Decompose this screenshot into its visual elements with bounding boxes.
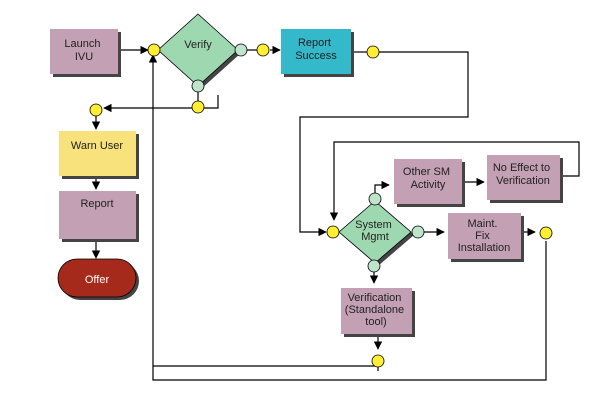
connector-yellow xyxy=(539,226,553,240)
verification-tool-line-3: tool) xyxy=(365,316,386,328)
connector-green xyxy=(368,192,382,206)
connector-yellow xyxy=(326,225,340,239)
maint-fix-line-1: Maint. xyxy=(467,218,497,230)
connector-green xyxy=(411,225,425,239)
verification-standalone-node: Verification (Standalone tool) xyxy=(341,288,415,337)
report-success-line-2: Success xyxy=(295,50,337,62)
maint-fix-installation-node: Maint. Fix Installation xyxy=(448,213,524,262)
maint-fix-line-2: Fix xyxy=(475,230,490,242)
svg-text:Verification (Standalone: Verification (Standalone tool) xyxy=(345,292,407,328)
svg-text:Launch IVU: Launch IVU xyxy=(64,38,103,63)
system-mgmt-line-1: System xyxy=(355,219,392,231)
launch-line-2: IVU xyxy=(75,51,93,63)
launch-ivu-node: Launch IVU xyxy=(50,29,121,77)
svg-text:Maint. Fix Install: Maint. Fix Installation xyxy=(458,218,511,254)
offer-terminator: Offer xyxy=(57,258,139,300)
warn-user-node: Warn User xyxy=(59,131,139,179)
connector-green xyxy=(367,259,381,273)
system-mgmt-line-2: Mgmt xyxy=(361,231,389,243)
verify-label: Verify xyxy=(184,39,212,51)
svg-text:Report Success: Report Success xyxy=(295,37,337,62)
connector-green xyxy=(234,43,248,57)
svg-text:Other SM Activity: Other SM Activity xyxy=(403,166,453,191)
system-mgmt-decision: System Mgmt xyxy=(338,200,414,266)
report-node: Report xyxy=(59,191,139,242)
verification-tool-line-2: (Standalone xyxy=(345,304,404,316)
verify-decision: Verify xyxy=(157,13,241,89)
verification-tool-line-1: Verification xyxy=(348,292,402,304)
connector-yellow xyxy=(147,43,161,57)
connector-yellow xyxy=(256,43,270,57)
yellow-connectors xyxy=(89,43,553,368)
launch-line-1: Launch xyxy=(64,38,100,50)
no-effect-node: No Effect to Verification xyxy=(487,155,563,203)
report-success-line-1: Report xyxy=(298,37,331,49)
maint-fix-line-3: Installation xyxy=(458,242,511,254)
other-sm-activity-node: Other SM Activity xyxy=(394,159,465,207)
connector-green xyxy=(191,79,205,93)
report-label: Report xyxy=(80,198,113,210)
warn-user-label: Warn User xyxy=(71,140,123,152)
connector-yellow xyxy=(371,354,385,368)
green-connectors xyxy=(191,43,425,273)
report-success-node: Report Success xyxy=(281,29,354,77)
other-sm-line-2: Activity xyxy=(411,179,446,191)
other-sm-line-1: Other SM xyxy=(403,166,450,178)
svg-text:System Mgmt: System Mgmt xyxy=(355,219,395,243)
offer-label: Offer xyxy=(85,274,110,286)
connector-yellow xyxy=(89,103,103,117)
no-effect-line-2: Verification xyxy=(496,175,550,187)
connector-yellow xyxy=(366,45,380,59)
connector-yellow xyxy=(191,100,205,114)
svg-text:No Effect to Verificatio: No Effect to Verification xyxy=(493,162,553,187)
no-effect-line-1: No Effect to xyxy=(493,162,550,174)
